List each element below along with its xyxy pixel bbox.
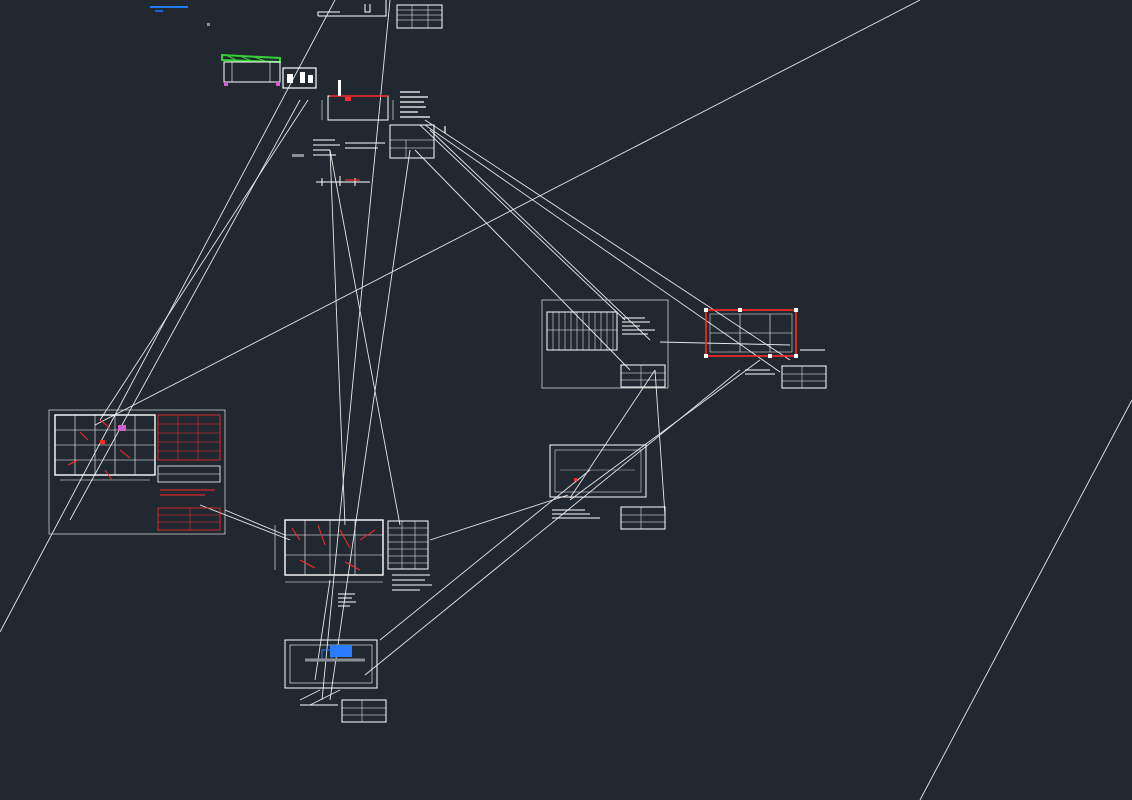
center-plan-schedule [338, 520, 432, 607]
detail-notes [400, 91, 446, 133]
framing-members [547, 312, 617, 350]
center-plan-red-markup [291, 524, 376, 571]
roof-framing-sheet[interactable] [541, 299, 669, 389]
detail-sheet[interactable] [292, 80, 446, 186]
top-section-sheet[interactable] [317, 0, 443, 29]
left-plan-red-markup [67, 419, 131, 481]
roof-elevation-sheet[interactable] [221, 53, 317, 89]
left-plan-schedule [157, 414, 221, 531]
section-notes [313, 139, 385, 156]
title-block-top [397, 5, 442, 28]
slab-sheet[interactable] [549, 444, 666, 530]
blue-markers-top-left [150, 6, 210, 26]
floor-plan-sheet-left[interactable] [48, 409, 226, 535]
floor-plan-sheet-center[interactable] [274, 519, 432, 607]
foundation-sheet[interactable] [704, 308, 827, 389]
equipment-plan-sheet[interactable] [284, 639, 387, 723]
